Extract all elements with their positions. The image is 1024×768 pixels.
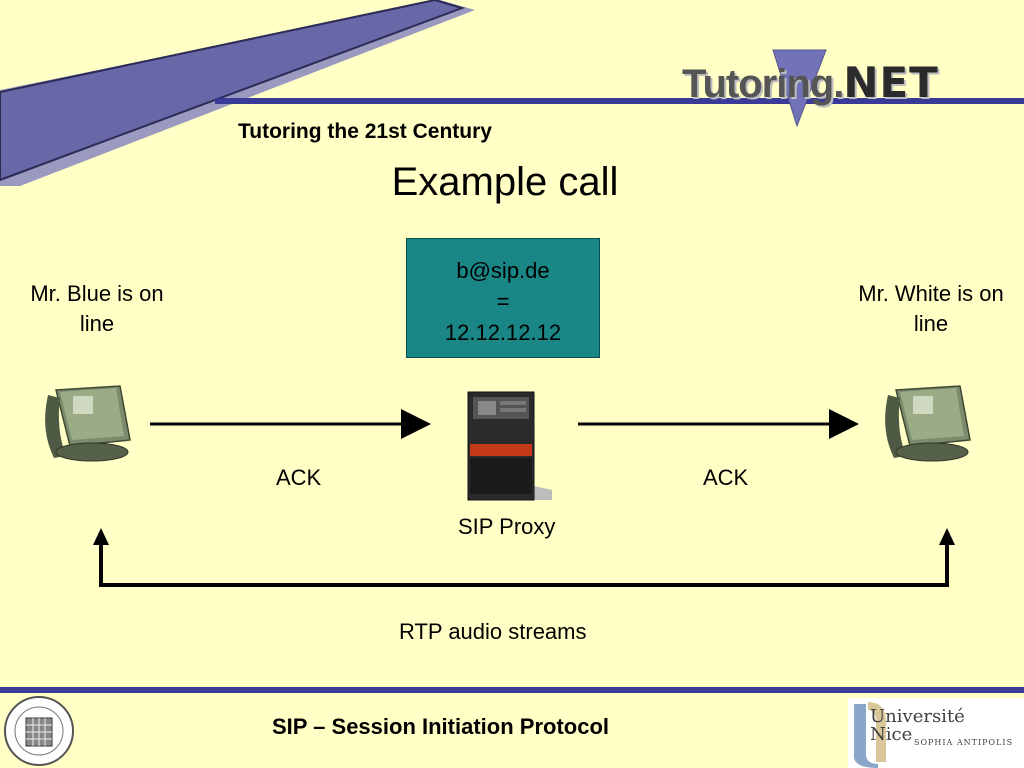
right-person-label: Mr. White is on line <box>858 281 1004 336</box>
header-subtitle: Tutoring the 21st Century <box>238 120 492 143</box>
unice-subtitle: SOPHIA ANTIPOLIS <box>914 738 1014 747</box>
university-seal <box>4 696 74 766</box>
tutoring-net-logo: Tutoring.NET <box>682 58 939 107</box>
rtp-left-arrowhead <box>93 528 109 545</box>
logo-net: NET <box>843 58 939 107</box>
unice-line-1: Université <box>870 706 965 727</box>
logo-text: Tutoring. <box>682 62 844 106</box>
rtp-stream-line <box>99 542 949 587</box>
proxy-address-line-2: = <box>496 289 510 314</box>
server-icon <box>467 391 552 501</box>
proxy-address-line-1: b@sip.de <box>456 258 550 283</box>
left-phone-icon <box>45 385 131 462</box>
sip-proxy-label: SIP Proxy <box>458 514 556 539</box>
proxy-address-line-3: 12.12.12.12 <box>444 320 562 345</box>
rtp-right-arrowhead <box>939 528 955 545</box>
rtp-label: RTP audio streams <box>399 619 587 644</box>
footer-title: SIP – Session Initiation Protocol <box>272 714 609 739</box>
right-ack-label: ACK <box>703 465 749 490</box>
right-phone-icon <box>885 385 971 462</box>
proxy-address-box: b@sip.de = 12.12.12.12 <box>406 238 600 358</box>
left-ack-label: ACK <box>276 465 322 490</box>
unice-line-2: Nice <box>870 724 913 745</box>
left-person-label: Mr. Blue is on line <box>30 281 164 336</box>
universite-nice-logo: Université Nice SOPHIA ANTIPOLIS <box>848 698 1024 768</box>
slide-title: Example call <box>391 160 619 204</box>
